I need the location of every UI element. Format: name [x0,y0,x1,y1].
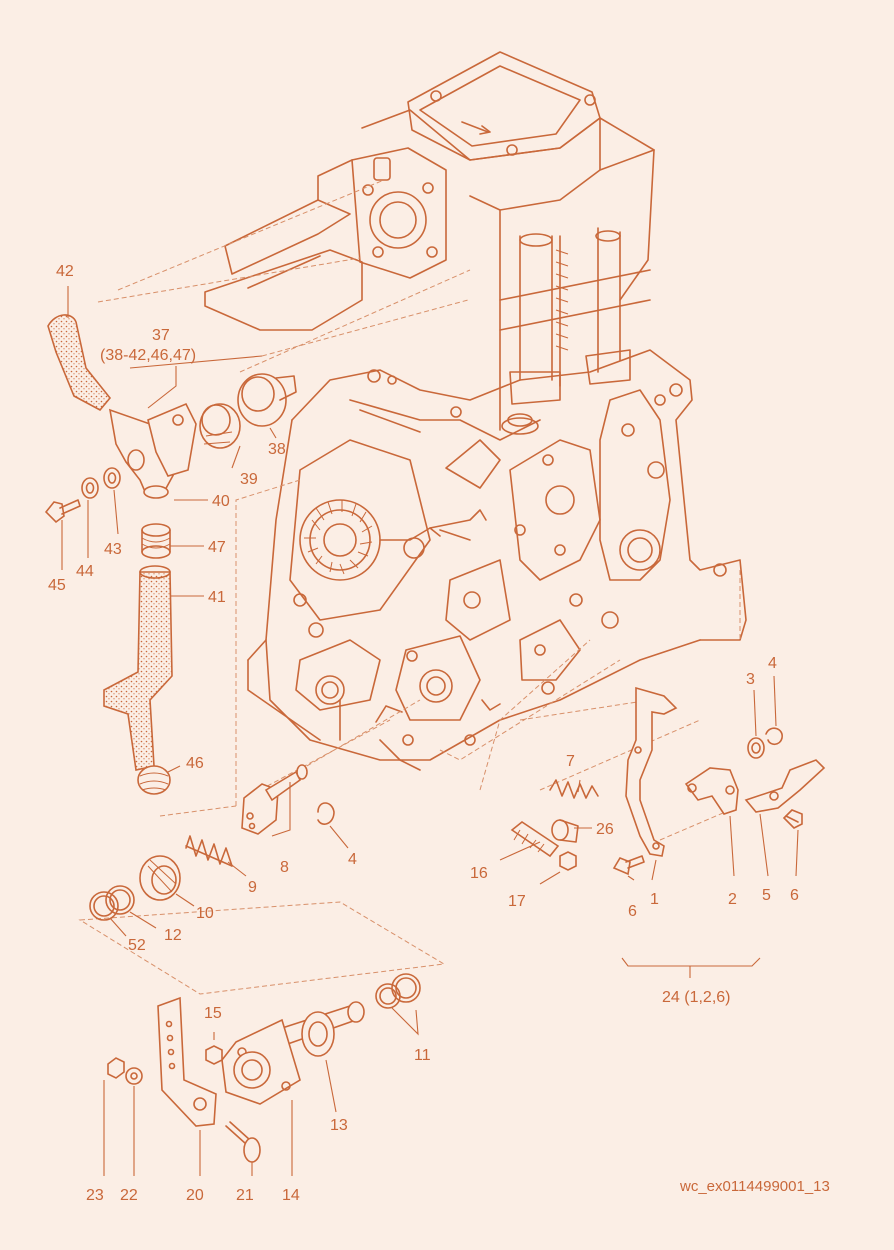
leader-lines [61,286,799,1176]
callout-21: 21 [236,1187,254,1204]
callout-10: 10 [196,905,214,922]
callout-11: 11 [414,1047,431,1064]
callout-22: 22 [120,1187,138,1204]
callout-5: 5 [762,887,771,904]
callout-38: 38 [268,441,286,458]
callout-14: 14 [282,1187,300,1204]
callout-7: 7 [566,753,575,770]
callout-6-right: 6 [790,887,799,904]
callout-3: 3 [746,671,755,688]
callout-24: 24 (1,2,6) [662,989,730,1006]
callout-45: 45 [48,577,66,594]
callout-4-right: 4 [768,655,777,672]
callout-42: 42 [56,263,74,280]
callout-13: 13 [330,1117,348,1134]
guide-lines [78,179,741,995]
callout-52: 52 [128,937,146,954]
callout-41: 41 [208,589,226,606]
callout-12: 12 [164,927,182,944]
callout-47: 47 [208,539,226,556]
callout-2: 2 [728,891,737,908]
callout-46: 46 [186,755,204,772]
hose-assembly [44,314,297,795]
callout-44: 44 [76,563,94,580]
callout-17: 17 [508,893,526,910]
callout-23: 23 [86,1187,104,1204]
callout-4-left: 4 [348,851,357,868]
callout-37-contents: (38-42,46,47) [100,347,196,364]
callout-39: 39 [240,471,258,488]
callout-43: 43 [104,541,122,558]
callout-6-left: 6 [628,903,637,920]
shaft-parts [89,764,421,1163]
callout-1: 1 [650,891,659,908]
callout-26: 26 [596,821,614,838]
callout-15: 15 [204,1005,222,1022]
callout-8: 8 [280,859,289,876]
callout-20: 20 [186,1187,204,1204]
callout-37: 37 [152,327,170,344]
callout-labels: 42 37 (38-42,46,47) 38 39 40 47 41 43 44… [48,263,830,1204]
engine-block [204,51,747,771]
drawing-code: wc_ex0114499001_13 [679,1178,830,1195]
linkage-parts [510,686,826,876]
callout-16: 16 [470,865,488,882]
callout-9: 9 [248,879,257,896]
callout-40: 40 [212,493,230,510]
